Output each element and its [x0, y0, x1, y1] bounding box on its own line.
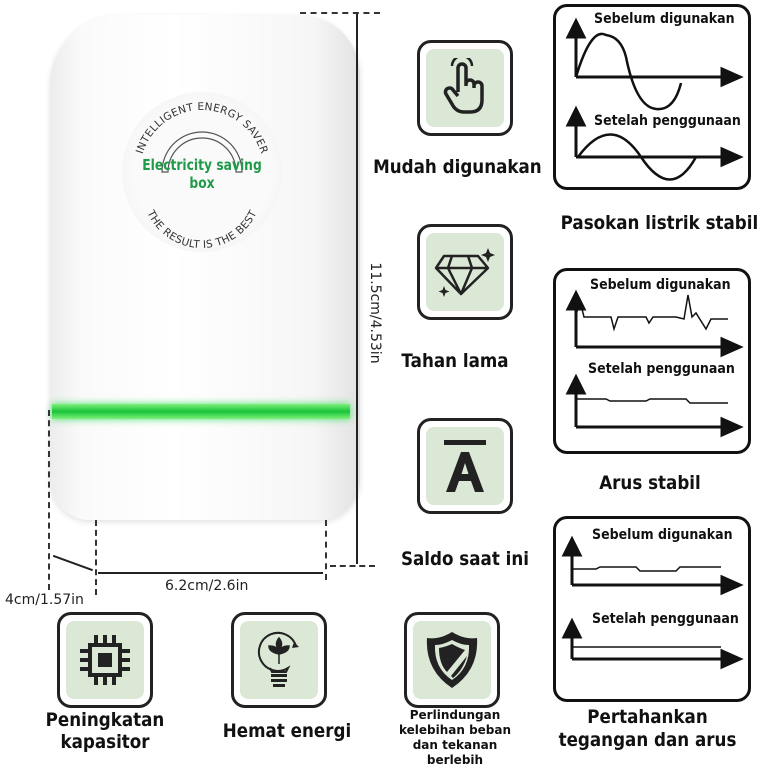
depth-dim-label: 4cm/1.57in — [5, 592, 84, 608]
panel-after-label: Setelah penggunaan — [588, 361, 735, 377]
badge-title: Electricity saving box — [142, 156, 262, 192]
feature-label: Tahan lama — [401, 350, 509, 372]
depth-dim-line — [53, 554, 93, 571]
panel-before-label: Sebelum digunakan — [592, 527, 733, 543]
width-dim-line — [98, 572, 323, 574]
height-dim-line — [356, 14, 358, 564]
top-dim-guide — [300, 12, 380, 14]
bottom-dim-guide — [330, 565, 375, 567]
diamond-icon — [434, 248, 495, 297]
feature-capacitor — [57, 612, 153, 708]
badge-bottom-text: THE RESULT IS THE BEST — [144, 208, 259, 252]
svg-text:INTELLIGENT ENERGY SAVER: INTELLIGENT ENERGY SAVER — [134, 101, 270, 155]
feature-easy-use — [417, 40, 513, 136]
lightbulb-leaf-icon — [257, 631, 299, 687]
panel-maintain-voltage: Sebelum digunakan Setelah penggunaan — [553, 516, 751, 702]
feature-label: Peningkatan kapasitor — [45, 709, 165, 753]
voltage-chart-icon — [561, 535, 744, 670]
feature-label: Saldo saat ini — [400, 548, 530, 570]
panel-label: Pasokan listrik stabil — [560, 212, 759, 234]
panel-after-label: Setelah penggunaan — [594, 113, 741, 129]
svg-text:THE RESULT IS THE BEST: THE RESULT IS THE BEST — [144, 208, 260, 252]
width-dim-label: 6.2cm/2.6in — [165, 578, 249, 594]
width-dim-guide-right — [325, 520, 327, 580]
feature-energy-saving — [231, 612, 327, 708]
panel-before-label: Sebelum digunakan — [590, 277, 731, 293]
badge-top-text: INTELLIGENT ENERGY SAVER — [134, 101, 270, 155]
chip-icon — [80, 635, 130, 685]
product-badge: INTELLIGENT ENERGY SAVER THE RESULT IS T… — [122, 92, 282, 252]
green-indicator-band — [52, 404, 350, 419]
feature-label: Perlindungan kelebihan beban dan tekanan… — [398, 708, 512, 767]
feature-durable — [417, 224, 513, 320]
letter-a-icon — [444, 440, 486, 492]
panel-label: Arus stabil — [599, 472, 701, 494]
height-dim-label: 11.5cm/4.53in — [367, 262, 383, 364]
width-dim-guide-left — [95, 520, 97, 595]
depth-dim-guide — [48, 410, 50, 590]
feature-label: Mudah digunakan — [373, 156, 542, 178]
badge-arc-icon: INTELLIGENT ENERGY SAVER THE RESULT IS T… — [134, 101, 270, 252]
panel-after-label: Setelah penggunaan — [592, 611, 739, 627]
shield-icon — [426, 632, 478, 688]
pointing-hand-icon — [443, 58, 484, 114]
sine-wave-chart-icon — [565, 17, 744, 181]
feature-current-balance — [417, 418, 513, 514]
current-chart-icon — [565, 289, 744, 438]
feature-protection — [404, 612, 500, 708]
panel-before-label: Sebelum digunakan — [594, 11, 735, 27]
panel-label: Pertahankan tegangan dan arus — [558, 706, 737, 751]
feature-label: Hemat energi — [222, 720, 352, 742]
energy-saver-device — [50, 15, 360, 520]
panel-stable-current: Sebelum digunakan Setelah penggunaan — [553, 268, 751, 454]
panel-stable-supply: Sebelum digunakan Setelah penggunaan — [553, 4, 751, 190]
